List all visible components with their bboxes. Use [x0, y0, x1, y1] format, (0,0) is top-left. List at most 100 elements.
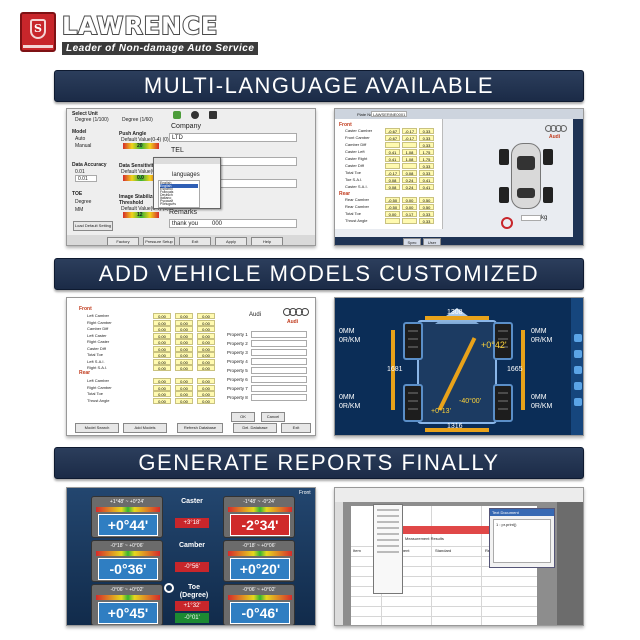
spec-rear-cell[interactable]: 0.50 [419, 197, 434, 203]
property-input[interactable] [251, 376, 307, 383]
custom-front-cell[interactable]: 0.00 [153, 332, 171, 339]
lang-item-1[interactable]: English [160, 184, 198, 188]
sidebar-tool-icon-5[interactable] [574, 398, 582, 406]
spec-rear-cell[interactable]: 0.50 [419, 204, 434, 210]
report-context-menu[interactable] [373, 504, 403, 594]
custom-rear-cell[interactable]: 0.00 [197, 384, 215, 391]
text-dialog-body[interactable]: 1 : pr.print() [493, 519, 551, 563]
property-input[interactable] [251, 394, 307, 401]
spec-rear-cell[interactable] [385, 218, 400, 224]
spec-front-cell[interactable]: -0.17 [402, 135, 417, 141]
spec-front-cell[interactable] [385, 163, 400, 169]
spec-front-cell[interactable]: 0.08 [385, 184, 400, 190]
exit-button[interactable]: Exit [179, 237, 211, 245]
custom-front-cell[interactable]: 0.00 [197, 313, 215, 319]
sidebar-tool-icon-3[interactable] [574, 366, 582, 374]
spec-front-cell[interactable]: 0.33 [419, 163, 434, 169]
custom-exit-button[interactable]: Exit [281, 423, 311, 433]
help-button[interactable]: Help [251, 237, 283, 245]
accuracy-select[interactable]: 0.01 [75, 175, 97, 182]
lang-item-4[interactable]: Deutsch [160, 193, 173, 197]
deg100-radio[interactable]: Degree (1/100) [75, 117, 109, 123]
custom-front-cell[interactable]: 0.00 [175, 326, 193, 332]
sidebar-tool-icon-1[interactable] [574, 334, 582, 342]
custom-rear-cell[interactable]: 0.00 [197, 391, 215, 397]
property-input[interactable] [251, 358, 307, 365]
spec-front-cell[interactable]: 0.33 [419, 142, 434, 148]
company-input[interactable]: LTD [169, 133, 297, 142]
custom-front-cell[interactable]: 0.00 [175, 358, 193, 365]
push-angle-slider[interactable] [123, 143, 159, 149]
factory-button[interactable]: Factory [107, 237, 139, 245]
spec-rear-cell[interactable]: 0.00 [402, 197, 417, 203]
custom-front-cell[interactable]: 0.00 [175, 339, 193, 345]
deg60-radio[interactable]: Degree (1/60) [122, 117, 153, 123]
custom-rear-cell[interactable]: 0.00 [175, 397, 193, 404]
custom-front-cell[interactable]: 0.00 [175, 352, 193, 358]
custom-front-cell[interactable]: 0.00 [175, 319, 193, 326]
cancel-button[interactable]: Cancel [261, 412, 285, 422]
custom-front-cell[interactable]: 0.00 [153, 319, 171, 326]
lang-item-0[interactable]: English [160, 181, 172, 185]
sidebar-tool-icon-2[interactable] [574, 350, 582, 358]
manual-radio[interactable]: Manual [75, 143, 92, 149]
custom-front-cell[interactable]: 0.00 [197, 319, 215, 326]
spec-front-cell[interactable] [402, 163, 417, 169]
spec-rear-cell[interactable]: -0.50 [385, 197, 400, 203]
spec-front-cell[interactable] [402, 142, 417, 148]
spec-front-cell[interactable]: -0.67 [385, 135, 400, 141]
custom-rear-cell[interactable]: 0.00 [175, 378, 193, 384]
custom-rear-cell[interactable]: 0.00 [153, 378, 171, 384]
accuracy-option-1[interactable]: 0.01 [75, 169, 85, 175]
spec-front-cell[interactable]: 0.33 [419, 170, 434, 176]
spec-front-cell[interactable]: 1.08 [402, 149, 417, 155]
custom-front-cell[interactable]: 0.00 [197, 339, 215, 345]
user-tab[interactable]: User [423, 238, 441, 245]
property-input[interactable] [251, 349, 307, 356]
custom-rear-cell[interactable]: 0.00 [153, 384, 171, 391]
load-default-button[interactable]: Load Default Setting [73, 221, 113, 231]
auto-radio[interactable]: Auto [75, 136, 86, 142]
apply-button[interactable]: Apply [215, 237, 247, 245]
custom-front-cell[interactable]: 0.00 [153, 365, 171, 371]
add-models-button[interactable]: Add Models [123, 423, 167, 433]
spec-front-cell[interactable]: 1.75 [419, 156, 434, 162]
custom-front-cell[interactable]: 0.00 [197, 365, 215, 371]
ok-button[interactable]: OK [231, 412, 255, 422]
spec-tab[interactable]: Spec [403, 238, 421, 245]
custom-front-cell[interactable]: 0.00 [197, 352, 215, 358]
printer-icon[interactable] [173, 111, 181, 119]
custom-rear-cell[interactable]: 0.00 [197, 378, 215, 384]
custom-front-cell[interactable]: 0.00 [153, 345, 171, 352]
language-dialog[interactable]: languages English English Español França… [153, 157, 221, 209]
plate-input[interactable]: LAWSERINE0001 [371, 111, 407, 117]
sensitivity-slider[interactable] [123, 175, 159, 181]
spec-rear-cell[interactable]: 0.00 [385, 211, 400, 217]
spec-rear-cell[interactable]: 0.33 [419, 218, 434, 224]
pressure-setup-button[interactable]: Pressure Setup [143, 237, 175, 245]
model-search-button[interactable]: Model Search [75, 423, 119, 433]
text-dialog[interactable]: Text Document 1 : pr.print() [489, 508, 555, 568]
lang-item-6[interactable]: Русский [160, 199, 173, 203]
custom-front-cell[interactable]: 0.00 [175, 332, 193, 339]
spec-front-cell[interactable] [385, 142, 400, 148]
custom-front-cell[interactable]: 0.00 [197, 332, 215, 339]
property-input[interactable] [251, 340, 307, 347]
custom-front-cell[interactable]: 0.00 [175, 313, 193, 319]
lang-item-7[interactable]: Português [160, 202, 176, 206]
spec-rear-cell[interactable]: 0.33 [419, 211, 434, 217]
spec-rear-cell[interactable]: -0.50 [385, 204, 400, 210]
custom-front-cell[interactable]: 0.00 [175, 365, 193, 371]
spec-front-cell[interactable]: 0.33 [419, 135, 434, 141]
spec-front-cell[interactable]: 0.41 [419, 177, 434, 183]
spec-front-cell[interactable]: 0.33 [419, 128, 434, 134]
custom-rear-cell[interactable]: 0.00 [175, 384, 193, 391]
spec-front-cell[interactable]: 0.41 [419, 184, 434, 190]
property-input[interactable] [251, 331, 307, 338]
toe-degree-radio[interactable]: Degree [75, 199, 92, 205]
spec-front-cell[interactable]: 0.24 [402, 177, 417, 183]
lang-item-3[interactable]: Français [160, 190, 174, 194]
property-input[interactable] [251, 385, 307, 392]
custom-front-cell[interactable]: 0.00 [153, 358, 171, 365]
